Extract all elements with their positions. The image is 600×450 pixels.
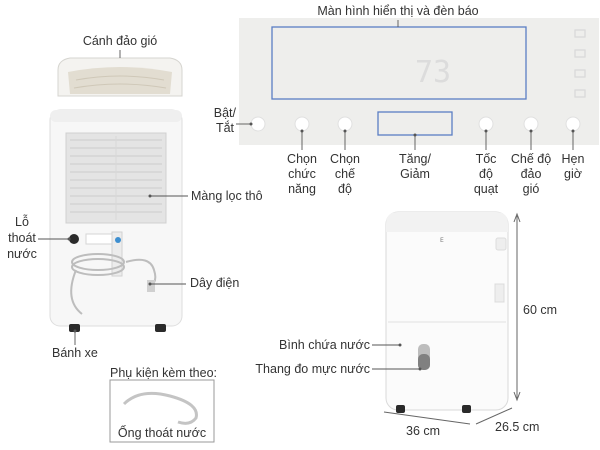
label-width: 36 cm: [406, 424, 441, 438]
label-fan-1: Tốc: [475, 152, 497, 166]
label-cable: Dây điện: [190, 276, 240, 290]
label-swing-3: gió: [522, 182, 540, 196]
panel-buttons: [250, 116, 581, 132]
label-mode-2: chế: [334, 167, 356, 181]
label-accessories: Phụ kiện kèm theo:: [110, 366, 218, 380]
label-function-3: năng: [288, 182, 316, 196]
label-gauge: Thang đo mực nước: [255, 362, 370, 376]
label-tank: Bình chứa nước: [279, 338, 370, 352]
label-function-1: Chọn: [287, 152, 317, 166]
label-function-2: chức: [288, 167, 316, 181]
front-unit: E: [385, 211, 509, 413]
hose-illustration: [122, 391, 198, 425]
drain-hole-icon: [69, 234, 79, 244]
label-display: Màn hình hiển thị và đèn báo: [317, 4, 479, 18]
swing-button-icon: [523, 116, 539, 132]
label-timer-2: giờ: [564, 167, 582, 181]
label-swing-1: Chế độ: [510, 152, 552, 166]
label-power-2: Tắt: [215, 121, 234, 135]
label-fan-3: quạt: [473, 182, 499, 196]
fan-button-icon: [478, 116, 494, 132]
label-wheels: Bánh xe: [52, 346, 98, 360]
label-filter: Màng lọc thô: [191, 189, 263, 203]
timer-button-icon: [565, 116, 581, 132]
rear-unit: [49, 109, 183, 332]
display-digits: 73: [415, 55, 451, 90]
label-swing-2: đảo: [520, 167, 542, 181]
power-button-icon: [250, 116, 266, 132]
label-mode-3: độ: [338, 182, 352, 196]
updown-indicator: [377, 111, 453, 136]
label-mode-1: Chọn: [330, 152, 360, 166]
svg-text:E: E: [440, 237, 444, 244]
label-fan-2: độ: [479, 167, 493, 181]
flap-illustration: [57, 57, 183, 97]
label-drain-2: thoát: [8, 231, 36, 245]
label-depth: 26.5 cm: [495, 420, 540, 434]
function-button-icon: [294, 116, 310, 132]
label-timer-1: Hẹn: [561, 152, 585, 166]
label-power-1: Bật/: [213, 106, 236, 120]
display-window: [271, 26, 527, 100]
label-height: 60 cm: [523, 303, 558, 317]
label-updown-2: Giảm: [400, 167, 430, 181]
mode-button-icon: [337, 116, 353, 132]
label-flap: Cánh đảo gió: [82, 34, 158, 48]
label-updown-1: Tăng/: [399, 152, 431, 166]
label-drain-1: Lỗ: [15, 215, 29, 229]
label-hose: Ống thoát nước: [117, 426, 207, 440]
label-drain-3: nước: [7, 247, 37, 261]
